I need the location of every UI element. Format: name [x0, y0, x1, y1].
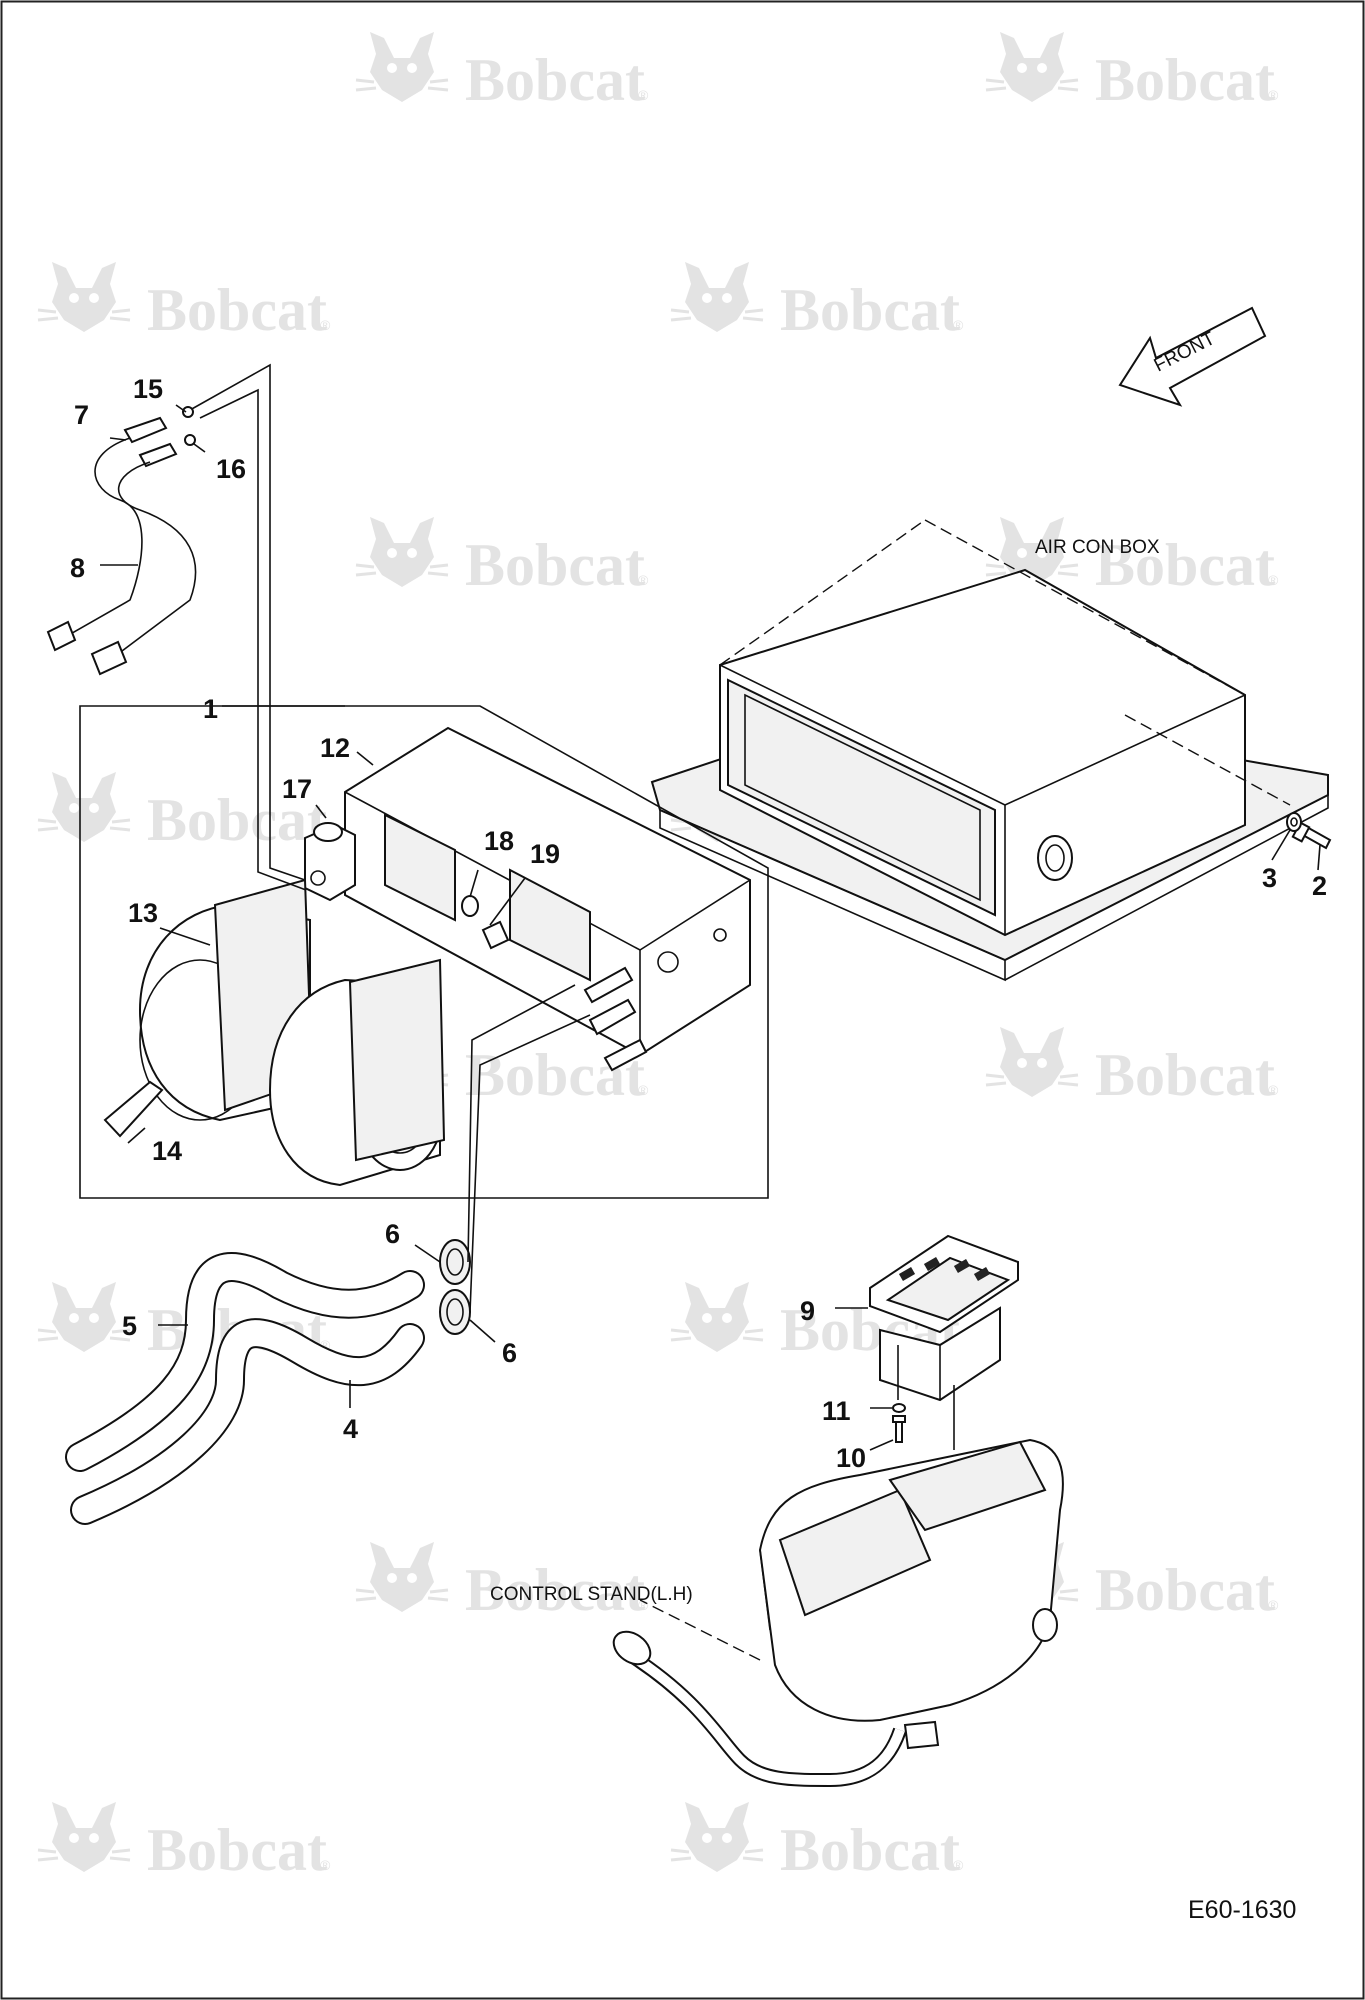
- watermark-layer: Bobcat®Bobcat®Bobcat®Bobcat®Bobcat®Bobca…: [36, 30, 1279, 1883]
- callout-1: 1: [203, 694, 218, 724]
- bobcat-watermark: Bobcat®: [984, 30, 1279, 113]
- callout-3: 3: [1262, 863, 1277, 893]
- leader-pipe-to-heater: [189, 363, 306, 881]
- leader-lines: [100, 404, 1321, 1451]
- bobcat-watermark: Bobcat®: [36, 260, 331, 343]
- bobcat-watermark: Bobcat®: [354, 515, 649, 598]
- bobcat-logo-icon: [669, 1280, 765, 1354]
- hose-clamp-6-upper: [439, 1239, 471, 1285]
- bobcat-logo-icon: [354, 515, 450, 589]
- watermark-brand: Bobcat: [1095, 532, 1275, 598]
- callout-9: 9: [800, 1296, 815, 1326]
- callout-8: 8: [70, 553, 85, 583]
- bobcat-watermark: Bobcat®: [984, 1025, 1279, 1108]
- watermark-registered-mark: ®: [1268, 1597, 1279, 1613]
- bobcat-watermark: Bobcat®: [354, 30, 649, 113]
- watermark-registered-mark: ®: [953, 1857, 964, 1873]
- callout-15: 15: [133, 374, 163, 404]
- callout-17: 17: [282, 774, 312, 804]
- valve-17: [304, 822, 356, 902]
- control-panel-9: [869, 1234, 1019, 1402]
- watermark-registered-mark: ®: [1268, 1082, 1279, 1098]
- callout-16: 16: [216, 454, 246, 484]
- heater-unit-12: [344, 726, 751, 1072]
- o-ring-15: [182, 406, 194, 418]
- hose-clamp-6-lower: [439, 1289, 471, 1335]
- callout-10: 10: [836, 1443, 866, 1473]
- bracket-14: [103, 1080, 164, 1138]
- bobcat-watermark: Bobcat®: [669, 260, 964, 343]
- watermark-brand: Bobcat: [1095, 1557, 1275, 1623]
- callout-4: 4: [343, 1414, 358, 1444]
- callout-14: 14: [152, 1136, 182, 1166]
- sensor-18: [461, 895, 479, 917]
- hose-4: [70, 1318, 425, 1525]
- drawing-code: E60-1630: [1188, 1896, 1296, 1924]
- caption-air-con-box: AIR CON BOX: [1035, 537, 1160, 558]
- watermark-registered-mark: ®: [638, 1597, 649, 1613]
- bobcat-logo-icon: [36, 770, 132, 844]
- watermark-brand: Bobcat: [465, 1557, 645, 1623]
- callout-13: 13: [128, 898, 158, 928]
- bobcat-logo-icon: [669, 260, 765, 334]
- watermark-brand: Bobcat: [465, 47, 645, 113]
- watermark-registered-mark: ®: [320, 1337, 331, 1353]
- bobcat-logo-icon: [354, 1540, 450, 1614]
- watermark-brand: Bobcat: [147, 1817, 327, 1883]
- bobcat-logo-icon: [984, 30, 1080, 104]
- bobcat-watermark: Bobcat®: [984, 1540, 1279, 1623]
- bobcat-watermark: Bobcat®: [984, 515, 1279, 598]
- watermark-registered-mark: ®: [638, 1082, 649, 1098]
- o-ring-16: [184, 434, 196, 446]
- callout-5: 5: [122, 1311, 137, 1341]
- bobcat-watermark: Bobcat®: [354, 1540, 649, 1623]
- watermark-brand: Bobcat: [1095, 47, 1275, 113]
- watermark-registered-mark: ®: [1268, 87, 1279, 103]
- front-arrow: FRONT: [1118, 306, 1267, 407]
- callout-18: 18: [484, 826, 514, 856]
- watermark-brand: Bobcat: [780, 1817, 960, 1883]
- part-3-washer: [1286, 812, 1302, 832]
- air-con-box: [650, 519, 1329, 982]
- watermark-brand: Bobcat: [1095, 1042, 1275, 1108]
- bobcat-watermark: Bobcat®: [669, 1800, 964, 1883]
- watermark-brand: Bobcat: [147, 277, 327, 343]
- watermark-brand: Bobcat: [147, 787, 327, 853]
- screw-10: [892, 1415, 906, 1443]
- callout-12: 12: [320, 733, 350, 763]
- watermark-registered-mark: ®: [953, 317, 964, 333]
- assembly-1-outline: [79, 705, 769, 1199]
- washer-11: [892, 1403, 906, 1413]
- bobcat-logo-icon: [36, 260, 132, 334]
- pipe-assembly-7-8: [46, 416, 197, 676]
- watermark-brand: Bobcat: [780, 277, 960, 343]
- bobcat-logo-icon: [36, 1800, 132, 1874]
- bobcat-watermark: Bobcat®: [36, 1800, 331, 1883]
- watermark-registered-mark: ®: [320, 317, 331, 333]
- bobcat-logo-icon: [669, 1800, 765, 1874]
- watermark-registered-mark: ®: [320, 1857, 331, 1873]
- hose-5: [65, 1252, 425, 1472]
- callout-19: 19: [530, 839, 560, 869]
- clip-19: [481, 920, 510, 950]
- callout-6-lower: 6: [502, 1338, 517, 1368]
- control-stand-lh: [612, 1438, 1064, 1788]
- watermark-registered-mark: ®: [638, 87, 649, 103]
- bobcat-logo-icon: [984, 1025, 1080, 1099]
- callout-7: 7: [74, 400, 89, 430]
- part-2-bolt: [1291, 821, 1332, 850]
- bobcat-logo-icon: [36, 1280, 132, 1354]
- watermark-registered-mark: ®: [1268, 572, 1279, 588]
- callout-11: 11: [822, 1396, 851, 1426]
- bobcat-logo-icon: [354, 30, 450, 104]
- caption-control-stand: CONTROL STAND(L.H): [490, 1584, 693, 1605]
- watermark-brand: Bobcat: [465, 532, 645, 598]
- callout-6-upper: 6: [385, 1219, 400, 1249]
- blower-13: [138, 878, 446, 1187]
- watermark-registered-mark: ®: [638, 572, 649, 588]
- callout-2: 2: [1312, 871, 1327, 901]
